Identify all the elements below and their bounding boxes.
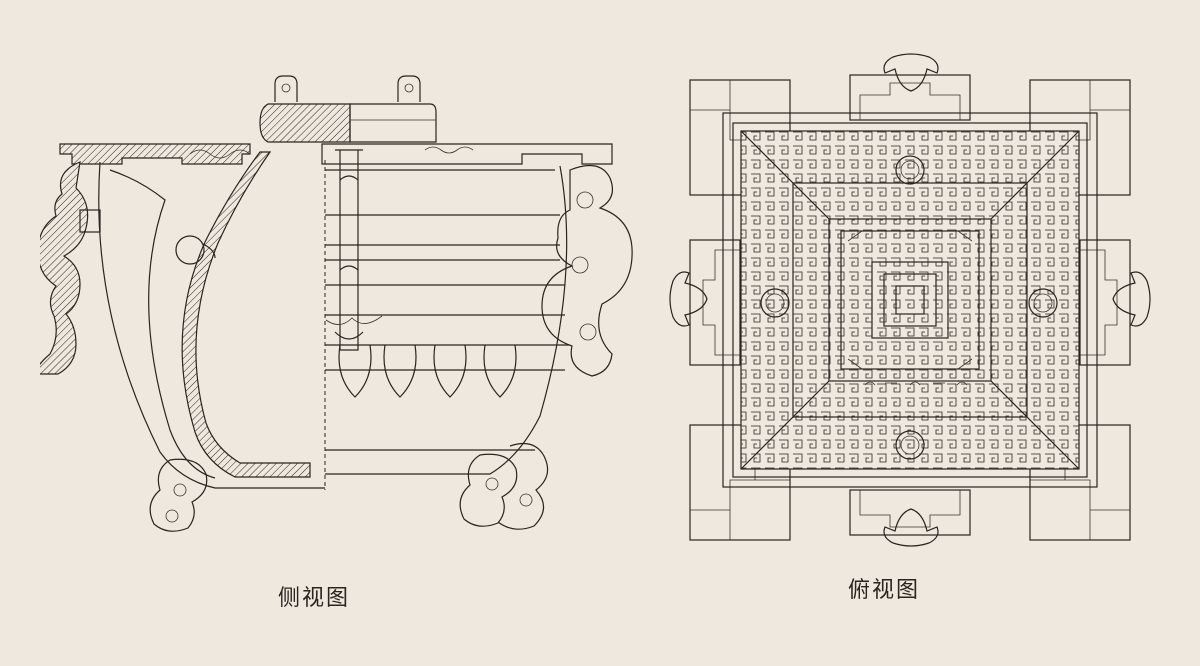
handle-plate-top bbox=[849, 74, 971, 121]
ring-bottom bbox=[895, 430, 925, 460]
rim-left-section bbox=[59, 143, 251, 165]
vessel-wall-section bbox=[181, 151, 311, 478]
top-view-caption: 俯视图 bbox=[848, 578, 921, 603]
beast-head-bottom bbox=[883, 508, 939, 547]
top-outer-square bbox=[722, 112, 1098, 488]
right-dragon-handle bbox=[541, 164, 633, 377]
lid-outer bbox=[349, 103, 437, 143]
corner-block-bottom-right bbox=[1029, 424, 1131, 541]
petal-band bbox=[338, 344, 517, 398]
vessel-outline-right bbox=[325, 165, 568, 475]
left-dragon-handle bbox=[40, 161, 89, 375]
ring-right bbox=[1028, 288, 1058, 318]
handle-plate-bottom bbox=[849, 489, 971, 536]
lid-knob-hole-left bbox=[281, 83, 291, 93]
ring-left bbox=[760, 288, 790, 318]
side-view-caption: 侧视图 bbox=[278, 586, 351, 611]
ring-top bbox=[895, 155, 925, 185]
beast-head-right bbox=[1112, 271, 1151, 327]
handle-plate-left bbox=[689, 239, 741, 366]
foot-right bbox=[459, 453, 518, 527]
side-view-drawing bbox=[40, 75, 633, 532]
side-lug-ring bbox=[175, 235, 205, 265]
rim-right bbox=[321, 143, 613, 165]
lid-knob-right bbox=[397, 75, 421, 102]
beast-head-left bbox=[669, 271, 708, 327]
lid-knob-left bbox=[274, 75, 298, 102]
central-plate bbox=[828, 218, 992, 382]
inner-pillar bbox=[334, 149, 364, 351]
vessel-outer-left bbox=[98, 161, 325, 489]
handle-plate-right bbox=[1079, 239, 1131, 366]
vessel-inner-left bbox=[109, 169, 216, 479]
beast-head-top bbox=[883, 53, 939, 92]
vessel-body-right bbox=[325, 169, 570, 371]
rim-ornament bbox=[189, 146, 474, 159]
lid-section bbox=[259, 103, 351, 143]
top-view-drawing bbox=[669, 53, 1151, 547]
foot-left bbox=[149, 458, 208, 532]
lid-knob-hole-right bbox=[404, 83, 414, 93]
